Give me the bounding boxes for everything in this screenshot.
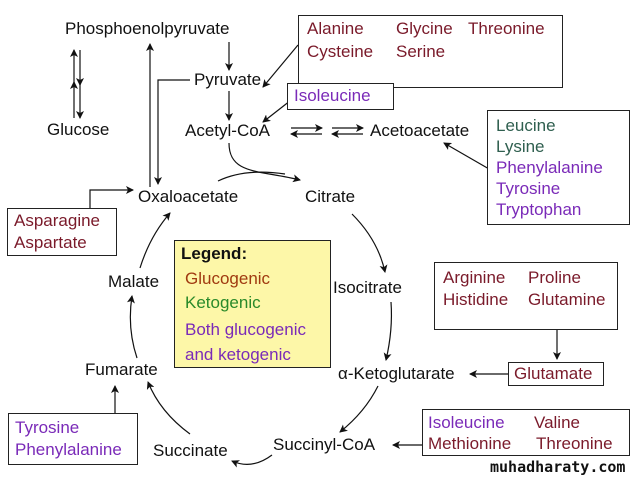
amino-acid: Tyrosine — [15, 418, 80, 437]
arrow-asparagine-to-oxaloacetate — [89, 186, 134, 208]
amino-acid: Phenylalanine — [15, 440, 122, 459]
oxaloacetate-amino-acids-box: Asparagine Aspartate — [7, 208, 117, 256]
metabolite-pep: Phosphoenolpyruvate — [65, 19, 230, 38]
metabolite-pyruvate: Pyruvate — [194, 70, 262, 89]
fumarate-amino-acids-box: Tyrosine Phenylalanine — [8, 413, 138, 465]
metabolite-malate: Malate — [108, 272, 160, 291]
amino-acid: Lysine — [496, 137, 545, 156]
legend-glucogenic: Glucogenic — [185, 269, 271, 288]
arrow-fumarate-to-malate — [126, 295, 138, 359]
amino-acid: Glycine — [396, 19, 453, 38]
metabolite-alpha-ketoglutarate: α-Ketoglutarate — [338, 364, 455, 383]
amino-acid: Threonine — [468, 19, 545, 38]
metabolite-succinyl-coa: Succinyl-CoA — [273, 435, 376, 454]
arrow-isocitrate-to-akg — [383, 301, 393, 361]
amino-acid: Arginine — [443, 268, 506, 287]
arrow-akg-to-succinylcoa — [339, 385, 379, 433]
amino-acid: Glutamine — [528, 290, 606, 309]
pyruvate-amino-acids-box: Alanine Glycine Threonine Cysteine Serin… — [298, 15, 563, 88]
legend-title: Legend: — [181, 244, 248, 263]
metabolite-acetoacetate: Acetoacetate — [370, 121, 470, 140]
arrow-succinate-to-fumarate — [146, 381, 191, 435]
succinylcoa-amino-acids-box: Isoleucine Valine Methionine Threonine — [422, 409, 630, 456]
metabolite-fumarate: Fumarate — [85, 360, 158, 379]
amino-acid: Threonine — [536, 434, 613, 453]
metabolite-isocitrate: Isocitrate — [333, 278, 402, 297]
glutamate-box: Glutamate — [508, 362, 604, 386]
glutamate-source-amino-acids-box: Arginine Proline Histidine Glutamine — [434, 262, 618, 330]
metabolite-glucose: Glucose — [47, 120, 110, 139]
amino-acid: Alanine — [307, 19, 364, 38]
amino-acid: Valine — [534, 413, 580, 432]
arrow-pyruvate-to-oxaloacetate — [154, 79, 190, 185]
acetoacetate-amino-acids-box: Leucine Lysine Phenylalanine Tyrosine Tr… — [487, 110, 630, 225]
amino-acid: Aspartate — [14, 233, 87, 252]
amino-acid: Histidine — [443, 290, 509, 309]
metabolite-succinate: Succinate — [153, 441, 228, 460]
legend-both-line1: Both glucogenic — [185, 320, 306, 339]
legend-ketogenic: Ketogenic — [185, 293, 261, 312]
amino-acid: Serine — [396, 42, 446, 61]
amino-acid: Tryptophan — [496, 200, 582, 219]
arrow-citrate-to-isocitrate — [351, 213, 388, 273]
amino-acid: Leucine — [496, 116, 556, 135]
amino-acid: Methionine — [428, 434, 512, 453]
amino-acid: Phenylalanine — [496, 158, 603, 177]
watermark: muhadharaty.com — [490, 458, 626, 476]
arrow-succinylcoa-to-succinate — [231, 454, 273, 468]
legend-box: Legend: Glucogenic Ketogenic Both glucog… — [174, 240, 331, 368]
amino-acid: Tyrosine — [496, 179, 561, 198]
metabolite-oxaloacetate: Oxaloacetate — [138, 187, 239, 206]
amino-acid: Glutamate — [514, 364, 593, 383]
amino-acid: Isoleucine — [294, 86, 371, 105]
amino-acid: Isoleucine — [428, 413, 505, 432]
amino-acid: Proline — [528, 268, 581, 287]
legend-both-line2: and ketogenic — [185, 345, 291, 364]
arrow-malate-to-oxaloacetate — [139, 212, 171, 269]
metabolite-citrate: Citrate — [305, 187, 356, 206]
arrow-box-to-pyruvate — [262, 44, 299, 88]
amino-acid: Asparagine — [14, 211, 101, 230]
acetylcoa-amino-acids-box: Isoleucine — [287, 83, 394, 110]
arrow-acetylcoa-to-citrate — [228, 142, 301, 183]
amino-acid: Cysteine — [307, 42, 374, 61]
metabolite-acetyl-coa: Acetyl-CoA — [185, 121, 271, 140]
arrow-oxaloacetate-to-citrate — [217, 171, 286, 182]
